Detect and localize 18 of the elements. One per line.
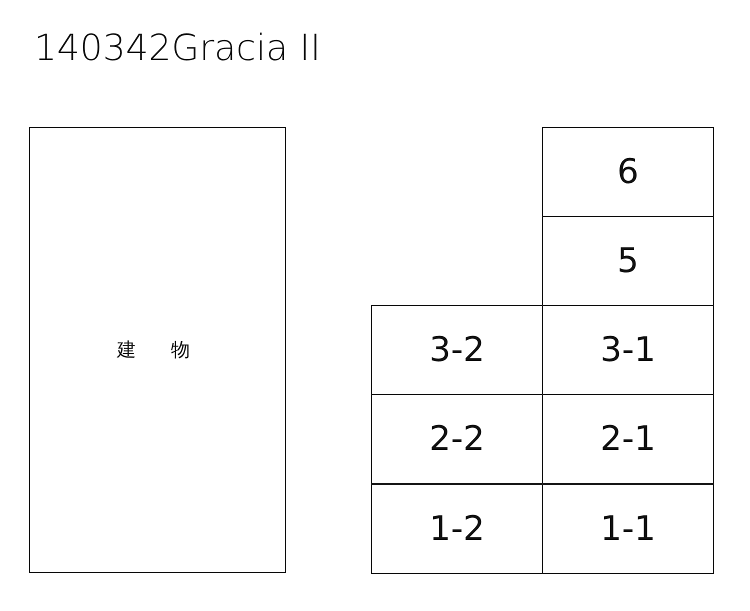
space-number: 3-1 [600, 330, 656, 370]
parking-space [542, 127, 714, 217]
parking-space [371, 305, 543, 395]
space-number: 3-2 [429, 330, 485, 370]
title: 140342Gracia II [34, 28, 321, 69]
space-number: 1-2 [429, 509, 485, 549]
space-number: 1-1 [600, 509, 656, 549]
parking-space [371, 394, 543, 484]
space-number: 2-1 [600, 419, 656, 459]
space-number: 2-2 [429, 419, 485, 459]
parking-space [542, 484, 714, 574]
space-number: 6 [617, 152, 639, 192]
parking-space [542, 216, 714, 306]
space-number: 5 [617, 241, 639, 281]
parking-space [371, 484, 543, 574]
area-label: 建 物 [117, 338, 198, 363]
parking-space [542, 394, 714, 484]
building-area [29, 127, 286, 573]
